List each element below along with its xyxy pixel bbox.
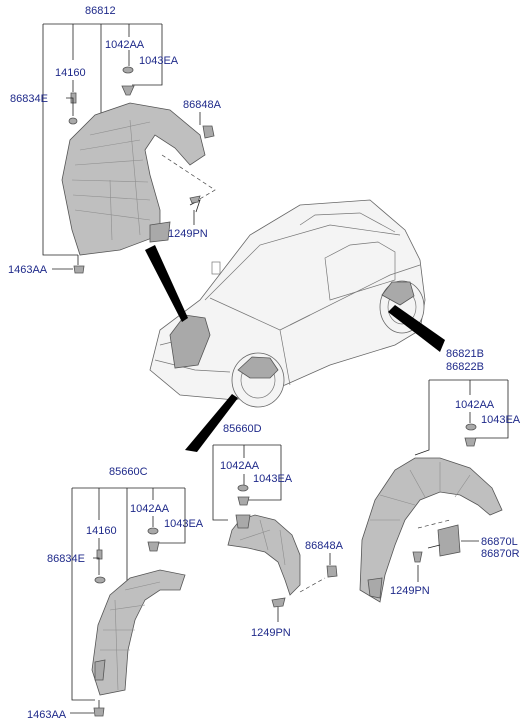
label-86834E-a: 86834E [10, 93, 48, 105]
fender-liner-86812 [61, 102, 206, 256]
label-1043EA-a: 1043EA [139, 55, 179, 67]
label-1042AA-d: 1042AA [130, 503, 170, 515]
washer-icon [465, 423, 477, 431]
nut-icon [237, 496, 250, 506]
label-1463AA-d: 1463AA [27, 709, 67, 721]
label-1043EA-d: 1043EA [164, 518, 204, 530]
mud-guard-86870 [437, 524, 461, 557]
screw-icon [189, 195, 201, 204]
callout-wedge-rear [388, 305, 445, 352]
label-1043EA-b: 1043EA [481, 414, 521, 426]
label-1042AA-c: 1042AA [220, 460, 260, 472]
label-85660D: 85660D [223, 423, 262, 435]
nut-icon [121, 85, 135, 96]
fender-liner-85660C [91, 569, 186, 696]
vehicle-illustration [149, 199, 426, 408]
label-86812: 86812 [85, 5, 116, 17]
screw-icon [412, 551, 423, 563]
screw-icon [93, 707, 105, 717]
group-85660C: 85660C 1042AA 1043EA 14160 86834E 1463A [27, 466, 204, 721]
clip-icon [96, 549, 103, 560]
label-1042AA-b: 1042AA [455, 399, 495, 411]
callout-wedge-front-right [185, 394, 238, 452]
fender-liner-85660D [227, 514, 301, 596]
label-1249PN-c: 1249PN [251, 627, 291, 639]
screw-icon [271, 597, 286, 608]
label-86834E-d: 86834E [47, 553, 85, 565]
label-85660C: 85660C [109, 466, 148, 478]
nut-icon [464, 437, 477, 447]
nut-icon [147, 541, 160, 552]
washer-icon [147, 527, 159, 535]
label-1042AA-a: 1042AA [105, 39, 145, 51]
nut-icon [202, 125, 215, 139]
group-85660D: 85660D 1042AA 1043EA 86848A 1249PN [212, 423, 344, 639]
clip-icon [68, 117, 78, 125]
clip-icon [94, 576, 106, 584]
label-86822B: 86822B [446, 361, 484, 373]
label-14160-d: 14160 [86, 525, 117, 537]
label-1249PN-a: 1249PN [168, 228, 208, 240]
label-86821B: 86821B [446, 348, 484, 360]
label-14160-a: 14160 [55, 67, 86, 79]
label-1043EA-c: 1043EA [253, 473, 293, 485]
group-86821B: 86821B 86822B 1042AA 1043EA 1249PN 86870… [359, 348, 521, 603]
screw-icon [73, 265, 85, 274]
label-1249PN-b: 1249PN [390, 585, 430, 597]
callout-wedge-front-left [145, 245, 188, 322]
washer-icon [237, 484, 249, 492]
label-1463AA-a: 1463AA [8, 264, 48, 276]
nut-icon [326, 565, 338, 578]
label-86870R: 86870R [481, 548, 520, 560]
label-86848A-c: 86848A [305, 540, 344, 552]
fender-liner-86821B [359, 457, 503, 603]
washer-icon [122, 66, 134, 74]
label-86870L: 86870L [481, 536, 518, 548]
label-86848A-a: 86848A [183, 99, 222, 111]
group-86812: 86812 1042AA 1043EA 14160 86834E [8, 5, 222, 276]
